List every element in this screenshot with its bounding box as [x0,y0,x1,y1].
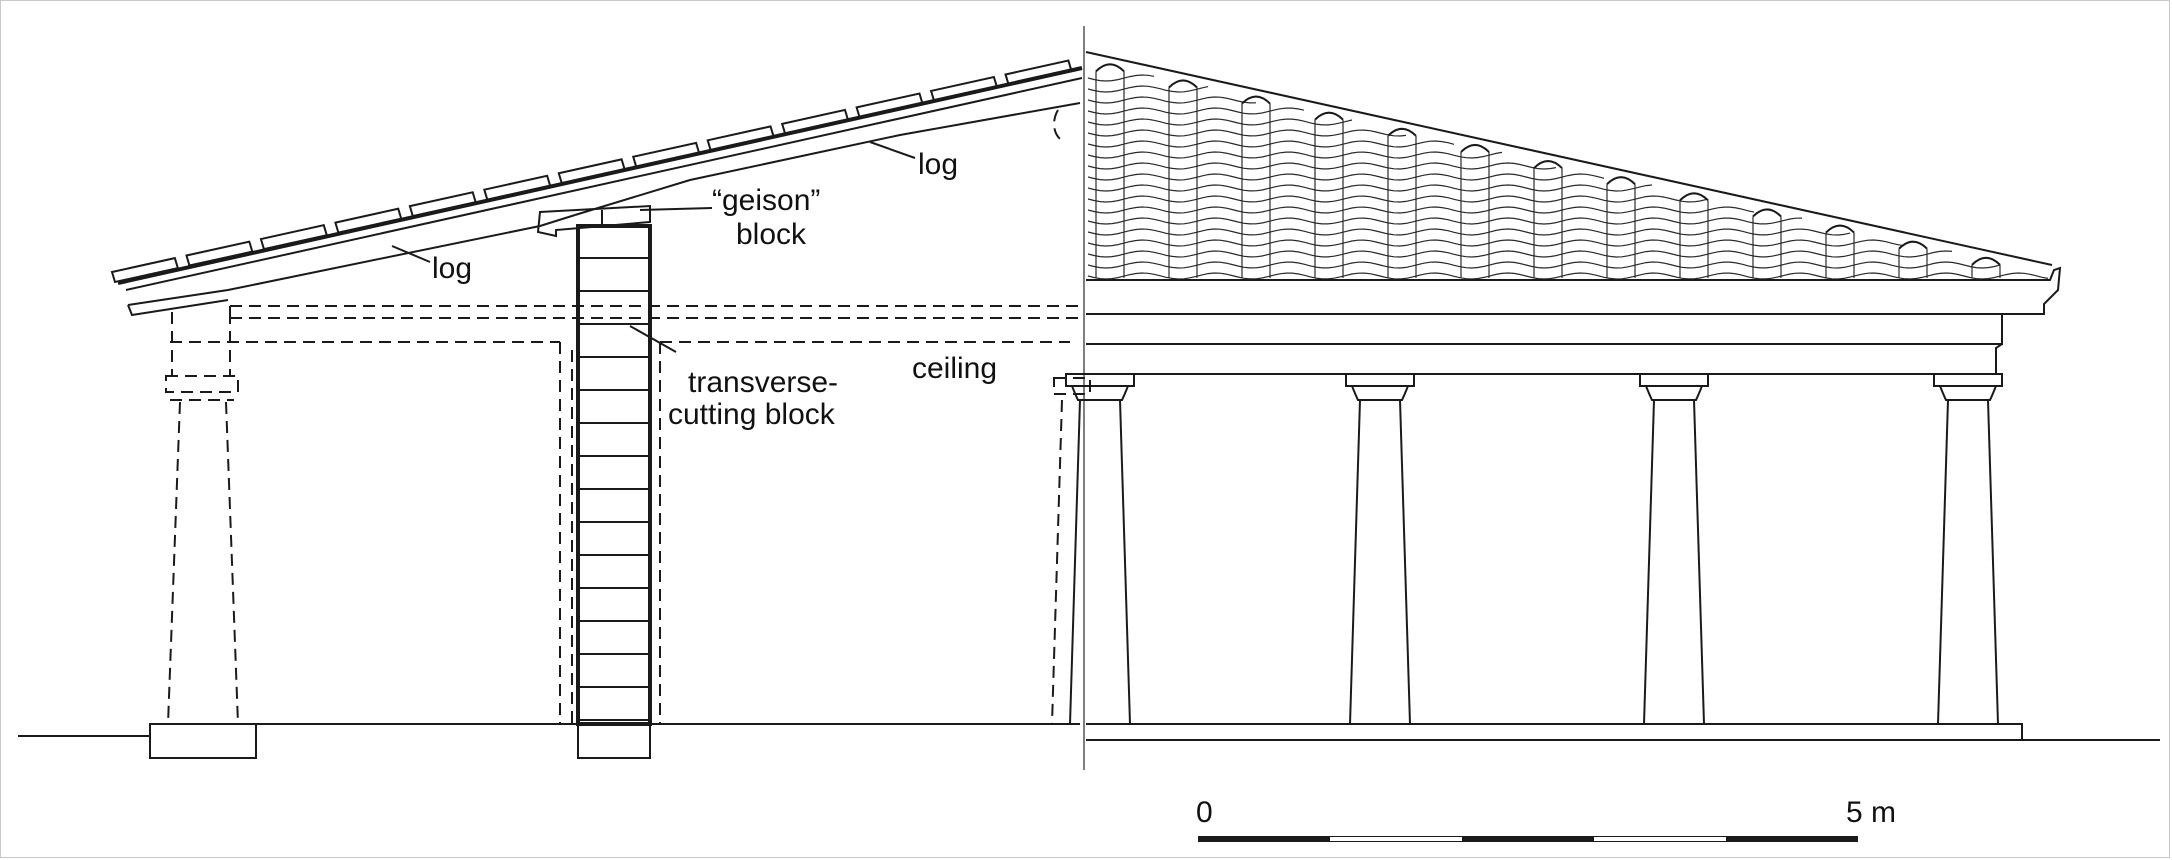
roof-cover-tile [1898,240,1928,250]
stylobate [1086,723,2028,741]
columns-elevation [1065,373,2003,725]
roof-cover-tile [1241,95,1271,105]
column-abacus [1065,373,1135,387]
column [1345,373,1415,725]
section-left: log log “geison” block transverse- cutti… [110,59,1091,759]
roof-tile-course [1087,239,1905,247]
roof-tile-course [1087,96,1257,104]
roof-tile-course [1087,195,1707,203]
scale-bar-end-label: 5 m [1846,796,1896,829]
column-shaft [1069,399,1131,725]
scale-bar-segment [1594,837,1726,841]
roof-tile-course [1087,129,1407,137]
roof-cover-tile [1752,208,1782,218]
column-shaft [1643,399,1705,725]
wall-interior-dashed [559,342,661,724]
label-transverse-line1: transverse- [688,366,838,399]
scale-bar-start-label: 0 [1196,796,1213,829]
roof-tile-course [1087,261,2001,269]
roof-cover-tile [1168,79,1198,89]
roof-tile-course [1087,107,1305,115]
roof-cover-tile [1095,63,1125,73]
roof-tile-course [1087,74,1155,82]
column-shaft [1937,399,1999,725]
label-ceiling: ceiling [912,352,997,385]
label-log-lower: log [432,252,472,285]
log-beam-upper [574,102,1081,216]
label-transverse-line2: cutting block [668,398,836,431]
log-beam-end [127,299,229,317]
label-log-upper: log [918,148,958,181]
roof-cover-tile [1533,160,1563,169]
elevation-right [1065,51,2062,741]
column-abacus [1639,373,1709,387]
roof-tile-course [1087,206,1755,214]
roof-cover-tile [1387,127,1417,137]
roof-tile-course [1087,228,1851,236]
column-section-left [149,312,1080,759]
label-geison-line1: “geison” [712,184,820,217]
roof-tile-course [1087,173,1605,181]
column-section-mid [1051,109,1091,725]
entablature [1086,266,2062,375]
column [1065,373,1135,725]
roof-cover-tile [1971,256,2001,266]
column [1933,373,2003,725]
roof-cover-tile [1825,224,1855,234]
roof-cover-tile [1460,143,1490,153]
roof-tile-field-elevation [1087,63,2049,280]
scale-bar-bar [1198,836,1858,842]
roof-tile-course [1087,151,1503,159]
roof-tile-course [1087,85,1209,93]
column-abacus [1345,373,1415,387]
roof-underside-line [125,77,1083,291]
roof-cover-tile [1606,176,1636,185]
scale-bar-segment [1330,837,1462,841]
transverse-wall [576,210,652,759]
column-echinus [1939,385,1997,401]
column-echinus [1071,385,1129,401]
label-geison-line2: block [736,218,807,251]
roof-deck-line [117,66,1083,285]
roof-tile-course [1087,217,1803,225]
geison-block [536,204,651,238]
column [1639,373,1709,725]
roof-tile-course [1087,162,1557,170]
roof-cover-tile [1314,111,1344,121]
roof-cover-tile [1679,192,1709,202]
column-abacus [1933,373,2003,387]
ground-line [18,735,2160,741]
roof-tile-course [1087,250,1953,258]
roof-tile-course [1087,184,1653,192]
ceiling-dashed [170,305,1080,343]
label-leaders [391,141,916,353]
roof-tile-course [1087,140,1455,148]
column-echinus [1645,385,1703,401]
scale-bar: 0 5 m [1196,796,1896,842]
roof-tile-course [1087,118,1353,126]
column-shaft [1349,399,1411,725]
roof-tile-course [1087,272,2049,280]
log-beam-lower [127,214,576,306]
roof-outline-elevation [1085,51,2053,266]
column-echinus [1351,385,1409,401]
